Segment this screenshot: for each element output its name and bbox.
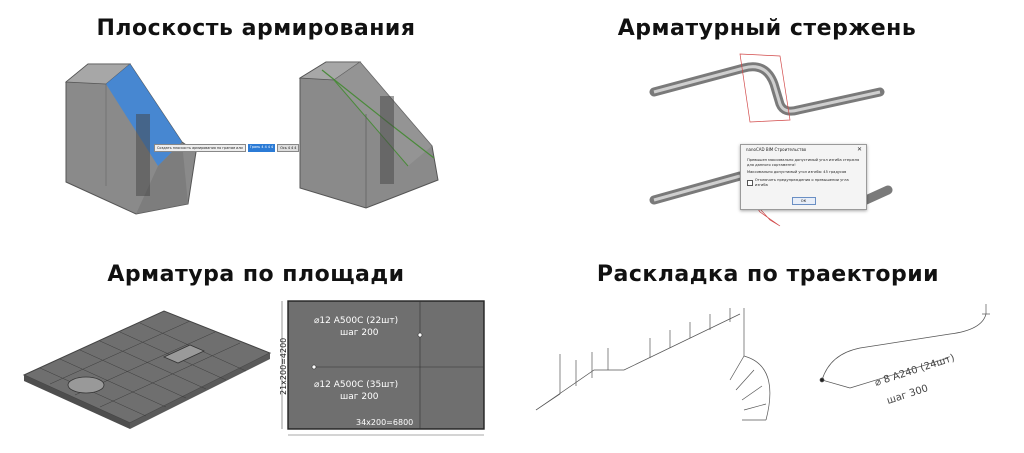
trajectory-path-left [535,313,741,411]
area-label-top: ⌀12 А500С (22шт) [314,316,398,326]
trajectory-path-right [821,313,987,381]
tooltip-option-button[interactable]: Ось 4 4 4 [277,144,300,152]
disable-warnings-checkbox[interactable] [747,180,753,186]
dimension-horizontal: 34x200=6800 [356,418,413,427]
title-reinforcement-plane: Плоскость армирования [96,16,416,41]
slab-rect-opening [163,344,205,364]
trajectory-arc [743,355,771,421]
trajectory-label: ⌀ 8 А240 (24шт) [874,353,957,389]
disable-warnings-label: Отключить предупреждения о превышении уг… [754,178,849,187]
dialog-max-angle: Максимально допустимый угол изгиба: 45 г… [747,170,847,174]
trajectory-step: шаг 300 [886,383,930,407]
slab-round-opening [67,376,105,394]
dimension-vertical: 21x200=4200 [279,338,288,395]
area-reinforcement-illustration: ⌀12 А500С (22шт) шаг 200 ⌀12 А500С (35шт… [22,300,485,436]
bend-angle-warning-dialog: nanoCAD BIM Строительство ✕ Превышен мак… [740,144,867,210]
dialog-message: Превышен максимально допустимый угол изг… [747,158,860,167]
panel-reinforcement-plane [60,58,470,228]
ok-button[interactable]: ОК [791,197,816,205]
panel-trajectory-layout: ⌀ 8 А240 (24шт) шаг 300 [530,300,1010,440]
disable-warnings-option[interactable]: Отключить предупреждения о превышении уг… [747,178,860,188]
title-area-reinforcement: Арматура по площади [107,262,405,287]
title-trajectory-layout: Раскладка по траектории [596,262,940,287]
tooltip-input-field[interactable]: Грань 4 4 4 4 [247,144,276,152]
title-rebar-rod: Арматурный стержень [617,16,917,41]
panel-area-reinforcement: ⌀12 А500С (22шт) шаг 200 ⌀12 А500С (35шт… [20,295,490,445]
rebar-rod-illustration [649,53,893,227]
close-icon[interactable]: ✕ [856,146,862,153]
panel-rebar-rod [640,50,900,230]
dialog-title: nanoCAD BIM Строительство [746,147,807,152]
bend-highlight-upper [739,53,791,123]
command-tooltip: Создать плоскость армирования по граням … [154,144,300,152]
area-step-top: шаг 200 [340,328,379,338]
reinforcement-plane-illustration [64,61,439,215]
trajectory-illustration: ⌀ 8 А240 (24шт) шаг 300 [535,304,990,421]
area-label-bottom: ⌀12 А500С (35шт) [314,380,398,390]
tooltip-prompt: Создать плоскость армирования по граням … [154,144,246,152]
area-step-bottom: шаг 200 [340,392,379,402]
plan-view-slab [287,300,485,430]
